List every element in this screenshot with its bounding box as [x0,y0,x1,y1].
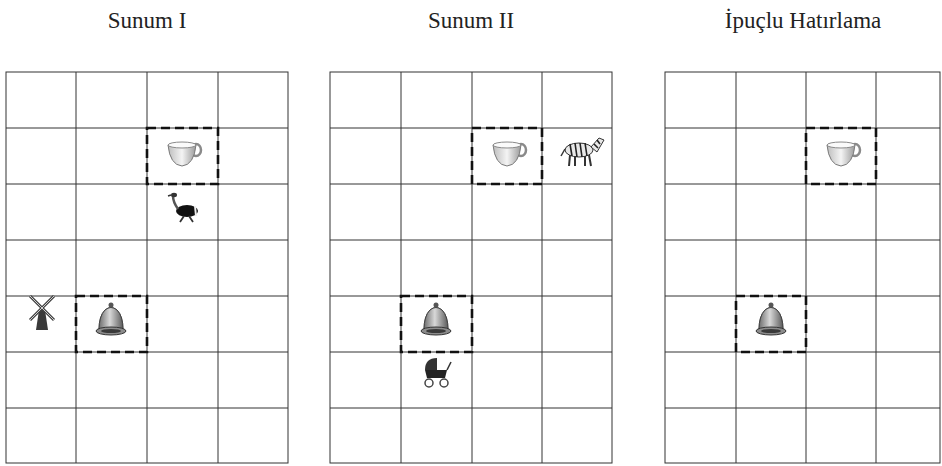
panel-title: İpuçlu Hatırlama [725,8,881,33]
grid [6,72,288,463]
bell-icon [421,303,451,336]
stroller-icon [425,358,451,387]
cup-icon [493,142,526,166]
cup-icon [168,142,201,166]
ostrich-icon [168,193,198,222]
cup-icon [827,142,860,166]
grid [330,72,612,463]
windmill-icon [30,296,54,330]
panel-title: Sunum I [108,8,187,33]
dashed-box [76,128,876,352]
panel-title: Sunum II [428,8,514,33]
bell-icon [756,303,786,336]
grid [665,72,940,463]
zebra-icon [561,138,604,166]
bell-icon [96,303,126,336]
